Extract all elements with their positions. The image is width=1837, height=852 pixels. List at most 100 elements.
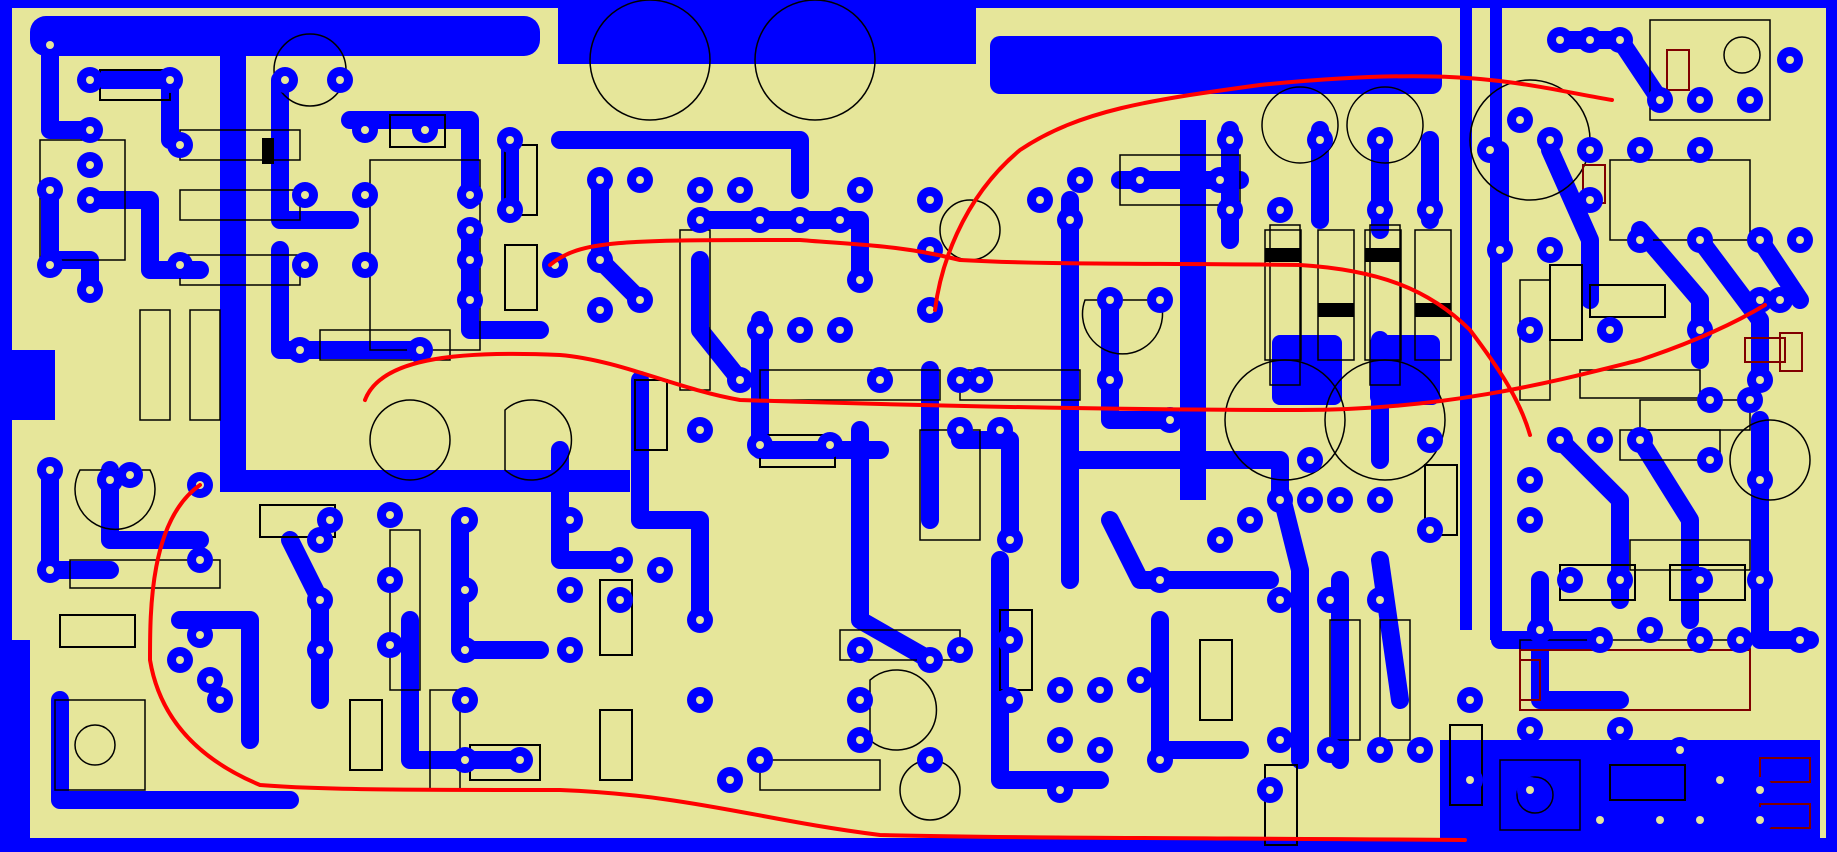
pad-hole (1756, 786, 1764, 794)
pad-hole (1526, 786, 1534, 794)
pad-hole (466, 226, 474, 234)
resistor-outline (1629, 539, 1751, 571)
pad-hole (461, 756, 469, 764)
transistor-outline (1729, 419, 1811, 501)
pad-hole (956, 376, 964, 384)
resistor-outline (1744, 337, 1786, 363)
pad-hole (296, 346, 304, 354)
pad-hole (736, 186, 744, 194)
pad-hole (421, 126, 429, 134)
pad-hole (46, 566, 54, 574)
pad-hole (1316, 136, 1324, 144)
pad-hole (1786, 56, 1794, 64)
copper-left-pour (0, 350, 55, 420)
pad-hole (596, 306, 604, 314)
pad-hole (1596, 636, 1604, 644)
pad-hole (856, 696, 864, 704)
film-capacitor (1609, 764, 1686, 801)
pad-hole (1276, 596, 1284, 604)
pad-hole (316, 646, 324, 654)
jumper-wire (933, 74, 1614, 312)
pad-hole (176, 261, 184, 269)
pad-hole (1226, 136, 1234, 144)
pad-hole (1426, 206, 1434, 214)
trace (171, 611, 259, 749)
copper-center-pad-1 (1272, 335, 1342, 405)
pad-hole (1056, 786, 1064, 794)
pad-hole (1706, 456, 1714, 464)
pad-hole (656, 566, 664, 574)
pad-hole (796, 326, 804, 334)
transistor-outline (869, 669, 938, 751)
trace (691, 251, 749, 389)
copper-right-column (1460, 0, 1472, 630)
pad-hole (1746, 396, 1754, 404)
pad-hole (1486, 146, 1494, 154)
pad-hole (726, 776, 734, 784)
trace (401, 611, 529, 769)
pad-hole (1106, 376, 1114, 384)
pad-hole (696, 216, 704, 224)
pad-hole (1586, 146, 1594, 154)
pad-hole (856, 276, 864, 284)
pad-hole (1696, 96, 1704, 104)
diodes (262, 138, 1451, 317)
trace (1271, 481, 1309, 769)
pad-hole (696, 426, 704, 434)
film-capacitor (59, 614, 136, 648)
copper-left-edge (0, 0, 12, 852)
pad-hole (1156, 576, 1164, 584)
pad-hole (86, 161, 94, 169)
film-capacitor (1589, 284, 1666, 318)
pad-hole (1706, 396, 1714, 404)
pad-hole (1616, 726, 1624, 734)
pad-hole (506, 136, 514, 144)
pad-hole (1606, 326, 1614, 334)
trace (101, 461, 209, 549)
pad-hole (1696, 236, 1704, 244)
pad-hole (1546, 246, 1554, 254)
pad-hole (636, 176, 644, 184)
pads (37, 27, 1813, 833)
pad-hole (1136, 676, 1144, 684)
pad-hole (1376, 206, 1384, 214)
pad-hole (1156, 756, 1164, 764)
pad-hole (386, 511, 394, 519)
resistor-outline (759, 369, 941, 401)
pad-hole (176, 656, 184, 664)
pad-hole (1466, 696, 1474, 704)
pad-hole (316, 596, 324, 604)
copper-left-lower (0, 640, 30, 840)
pad-hole (1696, 816, 1704, 824)
jumper-wires (148, 74, 1767, 842)
pad-hole (836, 216, 844, 224)
pad-hole (1696, 636, 1704, 644)
pad-hole (1796, 236, 1804, 244)
film-capacitor (1449, 724, 1483, 806)
pad-hole (1516, 116, 1524, 124)
capacitor-outline (369, 399, 451, 481)
pad-hole (1596, 816, 1604, 824)
pad-hole (926, 756, 934, 764)
pad-hole (1056, 686, 1064, 694)
pad-hole (1426, 526, 1434, 534)
pad-hole (1006, 636, 1014, 644)
pad-hole (1246, 516, 1254, 524)
diode-band (262, 138, 274, 164)
trace (41, 31, 99, 139)
pad-hole (461, 646, 469, 654)
resistor-outline (1329, 619, 1361, 741)
pad-hole (1266, 786, 1274, 794)
pad-hole (1136, 176, 1144, 184)
pad-hole (1756, 376, 1764, 384)
pad-hole (361, 191, 369, 199)
pad-hole (1546, 136, 1554, 144)
trace (1541, 141, 1599, 309)
pad-hole (1676, 746, 1684, 754)
pad-hole (596, 256, 604, 264)
film-capacitor (1669, 564, 1746, 601)
copper-mid-horizontal (220, 470, 630, 492)
silkscreen-alt-outlines (1519, 49, 1811, 829)
pad-hole (1326, 596, 1334, 604)
pad-hole (1216, 176, 1224, 184)
